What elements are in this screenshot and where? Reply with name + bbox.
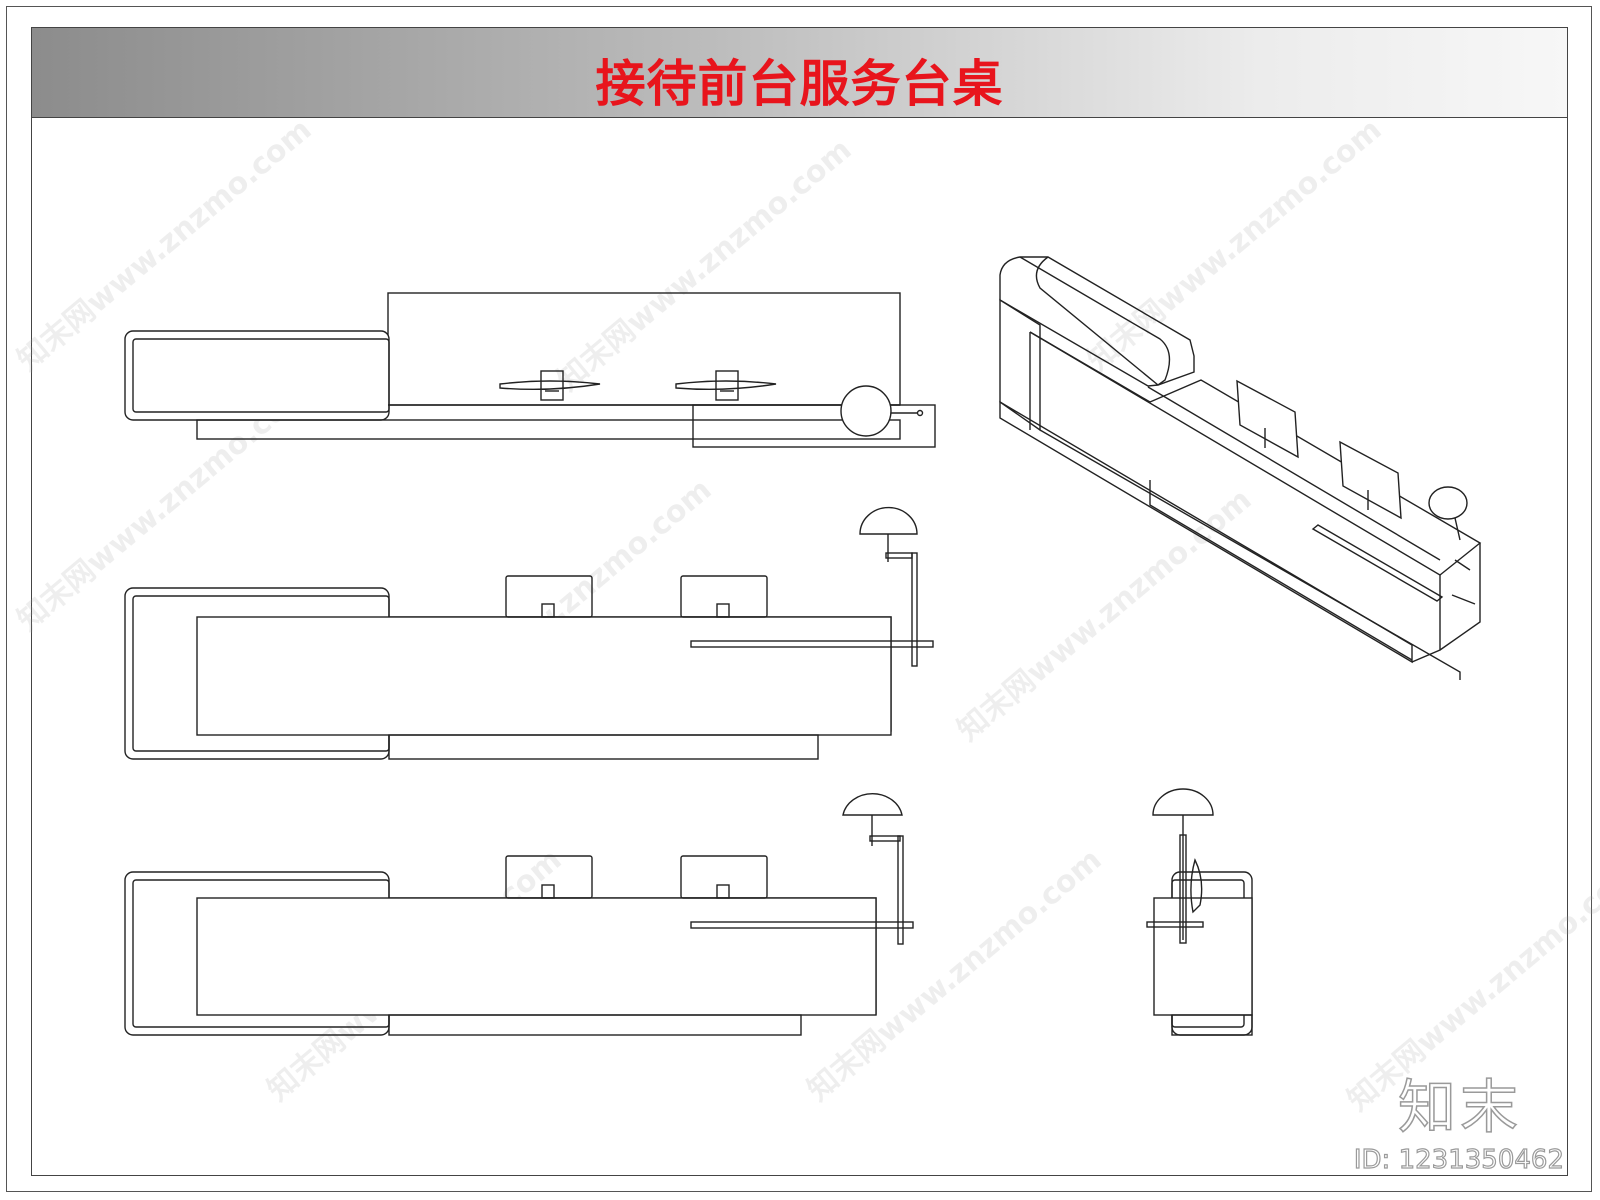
monitor-iso-icon — [1339, 440, 1402, 520]
lamp-icon — [1152, 788, 1214, 816]
monitor-iso-icon — [1236, 379, 1299, 459]
monitor-icon — [505, 575, 593, 618]
monitor-icon — [505, 855, 593, 899]
monitor-icon — [680, 855, 768, 899]
monitor-plan-icon — [675, 370, 777, 401]
lamp-iso-icon — [1428, 486, 1468, 520]
rear-elevation — [124, 793, 914, 1036]
lamp-icon — [842, 793, 903, 816]
lamp-icon — [859, 506, 918, 535]
drawing-title: 接待前台服务台桌 — [595, 55, 1004, 113]
side-elevation — [1146, 788, 1253, 1036]
monitor-side-icon — [1190, 858, 1203, 914]
inner-frame — [31, 27, 1568, 1176]
monitor-icon — [680, 575, 768, 618]
title-bar: 接待前台服务台桌 — [32, 28, 1567, 118]
id-label: ID: 1231350462 — [1353, 1144, 1564, 1175]
plan-view — [124, 292, 936, 448]
isometric-view — [999, 256, 1482, 680]
front-elevation — [124, 506, 934, 760]
outer-frame — [6, 6, 1592, 1192]
brand-logo: 知末 — [1397, 1072, 1522, 1142]
monitor-plan-icon — [499, 370, 601, 401]
